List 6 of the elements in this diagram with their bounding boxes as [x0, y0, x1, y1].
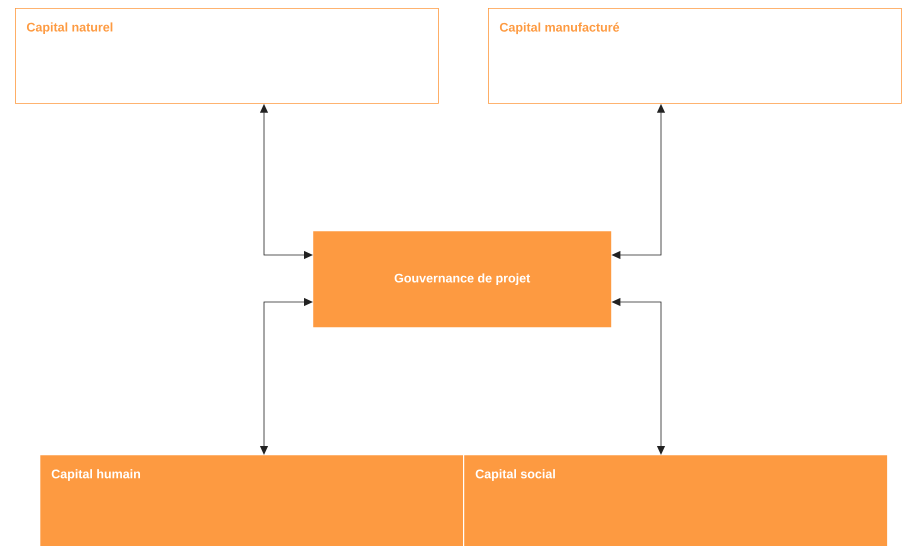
governance-box: Gouvernance de projet — [313, 231, 612, 328]
capital-box: Capital manufacturé — [488, 8, 902, 104]
capital-box: Capital humain — [40, 455, 464, 546]
capital-box: Capital social — [464, 455, 888, 546]
capital-box: Capital naturel — [15, 8, 439, 104]
node-label: Capital social — [476, 469, 555, 481]
